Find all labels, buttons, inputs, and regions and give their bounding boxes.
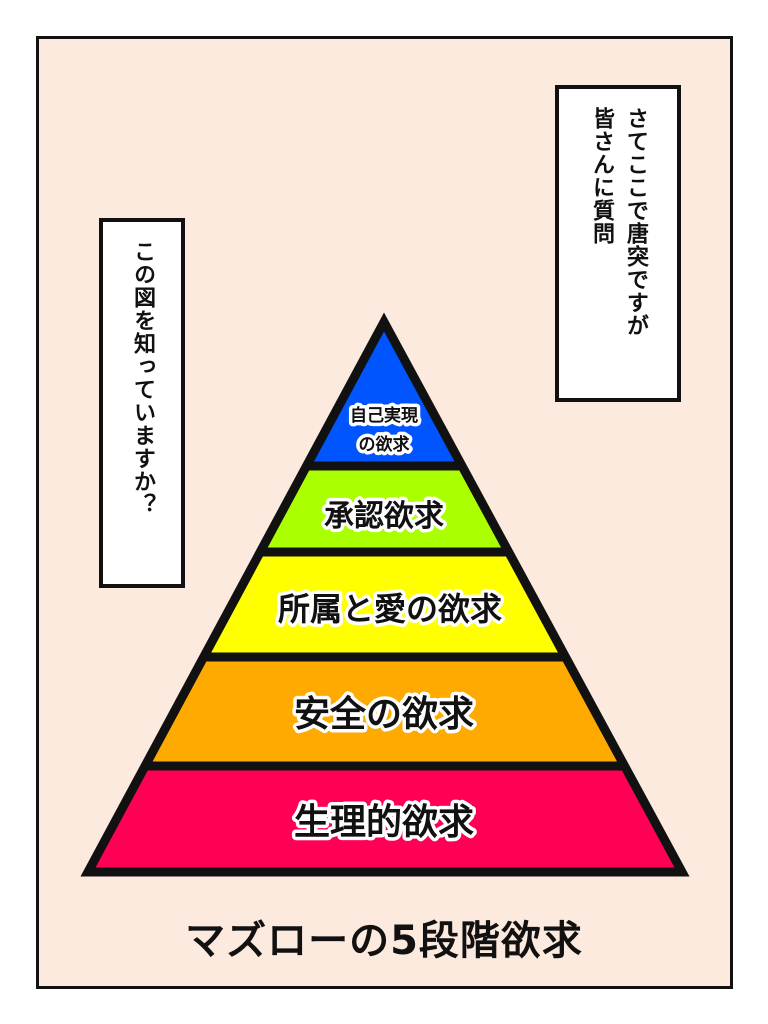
caption-line-1: さてここで唐突ですが <box>623 107 648 337</box>
speech-caption-box-right: さてここで唐突ですが 皆さんに質問 <box>555 85 681 402</box>
diagram-title: マズローの5段階欲求 <box>185 918 583 964</box>
caption-line-2: 皆さんに質問 <box>589 107 614 245</box>
label-self-actualization-1: 自己実現 <box>350 405 418 426</box>
label-self-actualization-2: の欲求 <box>359 434 410 455</box>
caption-question: この図を知っていますか？ <box>130 240 155 516</box>
caption-text: さてここで唐突ですが 皆さんに質問 <box>584 107 652 398</box>
level-physiological <box>88 766 682 872</box>
label-esteem: 承認欲求 <box>324 499 444 534</box>
label-love-belonging: 所属と愛の欲求 <box>278 590 502 628</box>
speech-caption-box-left: この図を知っていますか？ <box>99 218 185 588</box>
label-safety: 安全の欲求 <box>294 693 474 735</box>
label-physiological: 生理的欲求 <box>294 802 474 843</box>
pyramid-outline <box>80 312 690 877</box>
